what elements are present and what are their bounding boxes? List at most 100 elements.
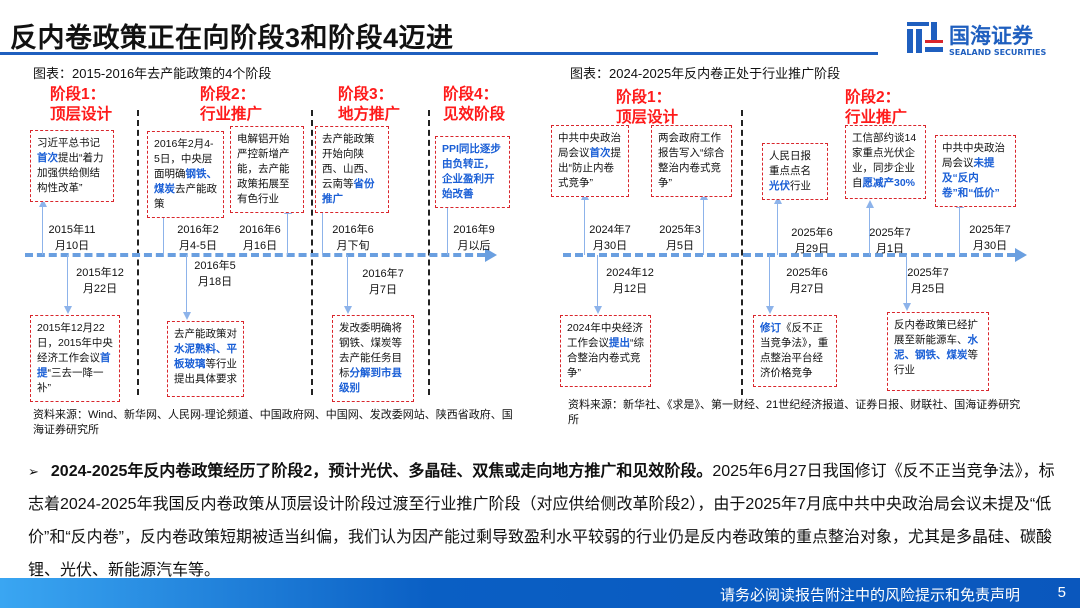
event-date: 2016年6 月下旬: [313, 222, 393, 254]
connector-line: [584, 199, 585, 255]
event-date-date1: 2025年7: [969, 224, 1011, 236]
summary-paragraph: ➢ 2024-2025年反内卷政策经历了阶段2，预计光伏、多晶硅、双焦或走向地方推…: [28, 455, 1058, 587]
event-box: 反内卷政策已经扩展至新能源车、水泥、钢铁、煤炭等行业: [887, 312, 989, 391]
event-box: PPI同比逐步由负转正，企业盈利开始改善: [435, 136, 510, 208]
connector-line: [906, 255, 907, 304]
event-date-date2: 月22日: [82, 283, 118, 295]
event-box: 两会政府工作报告写入“综合整治内卷式竞争”: [651, 125, 732, 197]
event-date-date1: 2025年6: [786, 267, 828, 279]
event-date-date2: 月4-5日: [179, 240, 217, 252]
event-date-date1: 2015年11: [48, 224, 96, 236]
event-date: 2025年7 月30日: [950, 222, 1030, 254]
highlight-text: 省份推广: [322, 178, 375, 205]
event-box: 人民日报重点点名光伏行业: [762, 143, 828, 200]
stage-label-line2: 见效阶段: [443, 106, 506, 123]
event-date-date1: 2016年6: [332, 224, 374, 236]
highlight-text: 修订: [760, 322, 781, 334]
event-box: 2016年2月4-5日，中央层面明确钢铁、煤炭去产能政策: [147, 131, 224, 218]
event-text: 等行业提出具体要求: [174, 358, 237, 385]
event-text: 去产能政策对: [174, 328, 237, 340]
stage-label-line1: 阶段2：: [200, 86, 256, 103]
arrow-down-icon: [902, 303, 911, 311]
connector-line: [186, 255, 187, 313]
stage-divider: [311, 110, 313, 395]
connector-line: [777, 203, 778, 255]
event-text: 发改委明确将钢铁、煤炭等去产能任务目标: [339, 322, 402, 379]
summary-bold: 2024-2025年反内卷政策经历了阶段2，预计光伏、多晶硅、双焦或走向地方推广…: [50, 463, 713, 480]
connector-line: [447, 207, 448, 255]
event-date: 2016年6 月16日: [220, 222, 300, 254]
arrow-up-icon: [865, 200, 874, 208]
event-text: 2016年2月4-5日，中央层面明确: [154, 138, 214, 180]
stage-divider: [428, 110, 430, 395]
arrow-down-icon: [182, 312, 191, 320]
stage-label-line2: 顶层设计: [50, 106, 113, 123]
event-date-date2: 月30日: [972, 240, 1008, 252]
highlight-text: 首次: [589, 147, 611, 159]
summary-text: 2025年6月27日我国修订《反不正当竞争法》，标志着2024-2025年我国反…: [28, 463, 1055, 579]
event-date-date1: 2025年7: [869, 227, 911, 239]
event-box: 电解铝开始严控新增产能，去产能政策拓展至有色行业: [230, 126, 304, 213]
event-date-date2: 月16日: [242, 240, 278, 252]
connector-line: [869, 207, 870, 255]
stage-label-line1: 阶段1：: [50, 86, 106, 103]
svg-text:国海证券: 国海证券: [949, 24, 1034, 48]
stage-label-line1: 阶段2：: [845, 89, 901, 106]
right-chart-title: 图表：2024-2025年反内卷正处于行业推广阶段: [570, 66, 841, 81]
disclaimer-text: 请务必阅读报告附注中的风险提示和免责声明: [719, 587, 1020, 604]
left-chart-source: 资料来源：Wind、新华网、人民网-理论频道、中国政府网、中国网、发改委网站、陕…: [33, 409, 513, 436]
highlight-text: 光伏: [769, 180, 790, 192]
event-text: “三去一降一补”: [37, 367, 104, 394]
event-text: 人民日报重点点名: [769, 150, 811, 177]
event-box: 2024年中央经济工作会议提出“综合整治内卷式竞争”: [560, 315, 651, 387]
event-text: 《反不正当竞争法》，重点整治平台经济价格竞争: [760, 322, 829, 379]
highlight-text: 钢铁、煤炭: [154, 168, 217, 195]
stage-label-line1: 阶段4：: [443, 86, 499, 103]
event-date-date1: 2016年5: [194, 260, 236, 272]
stage-label-line2: 行业推广: [845, 109, 908, 126]
event-date-date2: 月25日: [910, 283, 946, 295]
stage-divider: [137, 110, 139, 395]
event-text: 等行业: [894, 349, 978, 376]
event-text: 行业: [790, 180, 811, 192]
event-text: 中共中央政治局会议: [942, 142, 1005, 169]
stage-label: 阶段3：地方推广: [338, 85, 400, 125]
event-text: 工信部约谈14家重点光伏企业，同步企业自: [852, 132, 917, 189]
highlight-text: PPI同比逐步由负转正，企业盈利开始改善: [442, 143, 501, 200]
arrow-bullet-icon: ➢: [28, 464, 39, 479]
connector-line: [703, 199, 704, 255]
event-date-date2: 月30日: [592, 240, 628, 252]
event-date-date2: 月5日: [665, 240, 695, 252]
event-box: 2015年12月22日，2015年中央经济工作会议首提“三去一降一补”: [30, 315, 120, 402]
right-chart-source: 资料来源：新华社、《求是》、第一财经、21世纪经济报道、证券日报、财联社、国海证…: [568, 399, 1021, 426]
event-text: “综合整治内卷式竞争”: [567, 337, 644, 379]
event-date-date2: 月以后: [457, 240, 491, 252]
event-box: 修订《反不正当竞争法》，重点整治平台经济价格竞争: [753, 315, 837, 387]
event-date-date2: 月10日: [54, 240, 90, 252]
event-date-date1: 2025年7: [907, 267, 949, 279]
stage-label: 阶段1： 顶层设计: [50, 85, 112, 125]
event-date-date2: 月27日: [789, 283, 825, 295]
stage-label: 阶段1：顶层设计: [616, 88, 678, 128]
event-text: 提出“防止内卷式竞争”: [558, 147, 621, 189]
timeline-axis: [25, 253, 485, 257]
event-date-date1: 2016年6: [239, 224, 281, 236]
highlight-text: 首次: [37, 152, 58, 164]
event-date-date2: 月下旬: [336, 240, 370, 252]
arrow-down-icon: [765, 306, 774, 314]
highlight-text: 首提: [37, 352, 111, 379]
stage-label: 阶段2：行业推广: [200, 85, 262, 125]
arrow-down-icon: [343, 306, 352, 314]
arrow-down-icon: [63, 306, 72, 314]
sealand-logo-icon: 国海证券 SEALAND SECURITIES: [907, 22, 1046, 57]
stage-label-line2: 顶层设计: [616, 109, 679, 126]
highlight-text: 水泥、钢铁、煤炭: [894, 334, 978, 361]
event-date-date1: 2016年7: [362, 268, 404, 280]
